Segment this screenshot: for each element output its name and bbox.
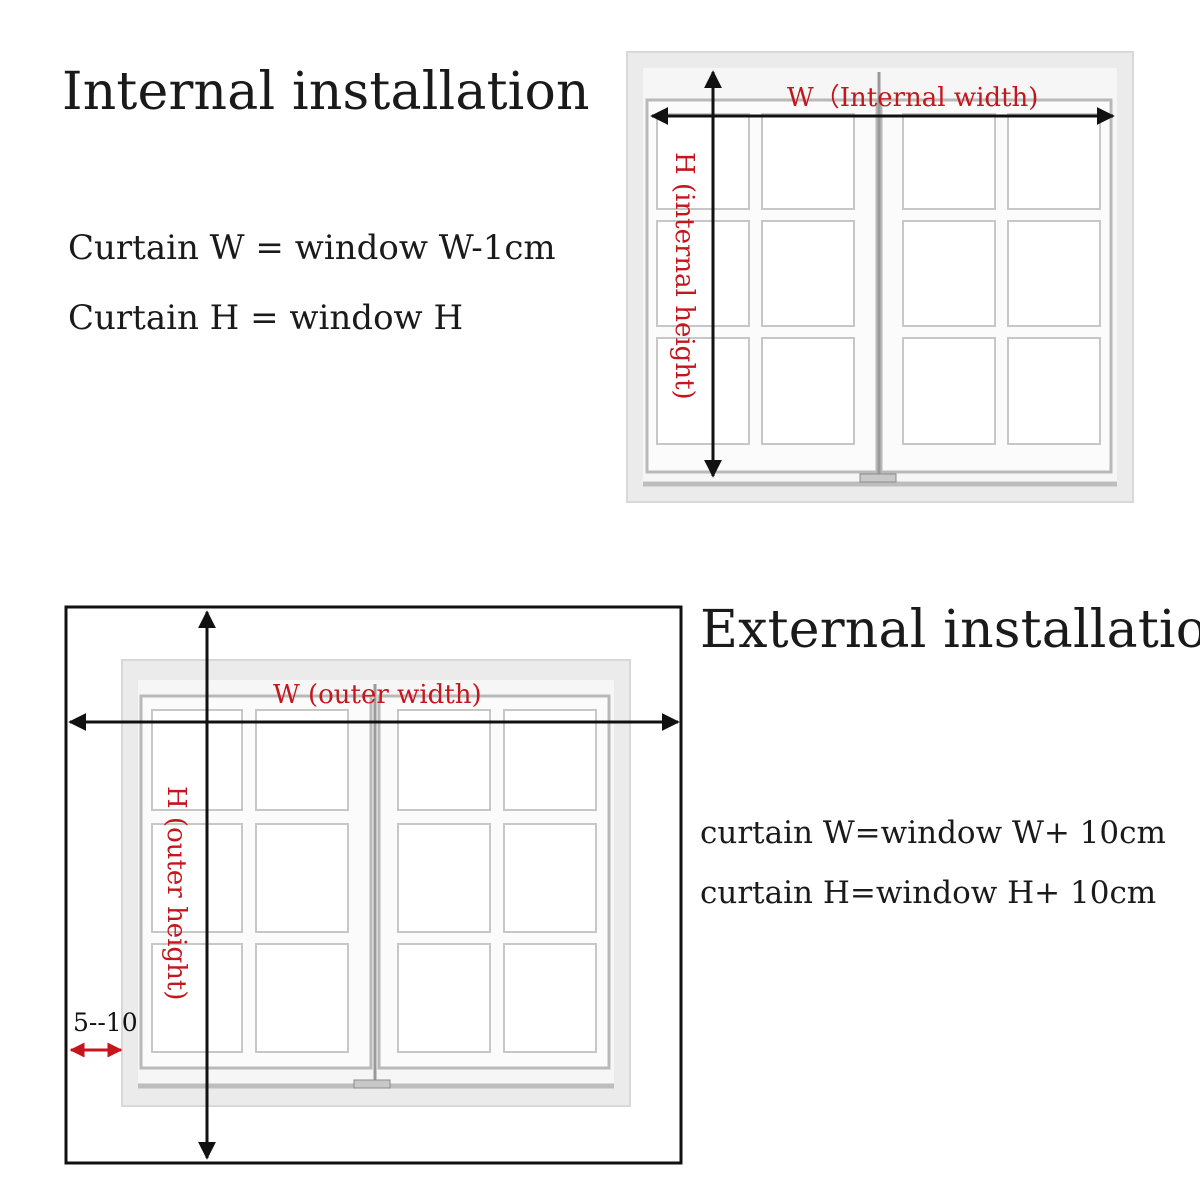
external-width-label: W (outer width) [273,680,482,710]
internal-height-formula: Curtain H = window H [68,298,464,338]
internal-right-panes [902,113,1101,445]
internal-installation-heading: Internal installation [62,62,590,122]
external-height-formula: curtain H=window H+ 10cm [700,875,1157,911]
external-left-panes [151,709,349,1053]
internal-window: W（Internal width) H (internal height) [626,51,1134,503]
external-installation-heading: External installation [700,600,1200,660]
internal-width-formula: Curtain W = window W-1cm [68,228,556,268]
internal-width-label: W（Internal width) [787,83,1038,113]
margin-label: 5--10 [73,1008,138,1037]
external-width-formula: curtain W=window W+ 10cm [700,815,1166,851]
external-latch [353,1079,391,1089]
external-height-label: H (outer height) [161,786,191,1000]
internal-height-label: H (internal height) [669,152,699,400]
internal-latch [859,473,897,483]
external-window: W (outer width) H (outer height) 5--10 [64,605,683,1165]
